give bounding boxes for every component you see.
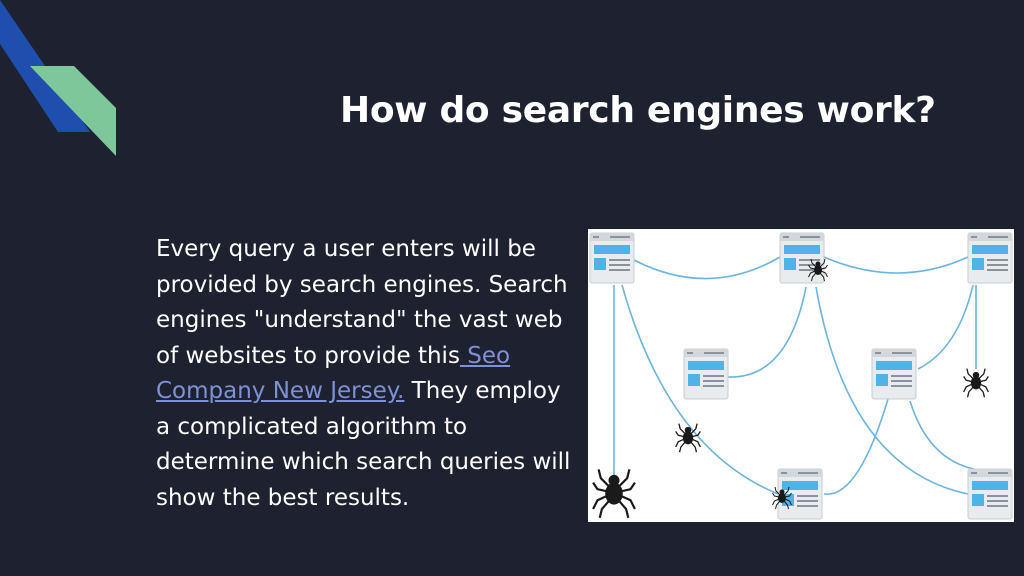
web-page-icon: [967, 232, 1013, 284]
web-page-icon: [871, 348, 917, 400]
seo-company-link[interactable]: Seo Company New Jersey.: [156, 342, 511, 405]
body-paragraph: Every query a user enters will be provid…: [156, 232, 576, 516]
web-page-icon: [589, 232, 635, 284]
web-page-icon: [683, 348, 729, 400]
slide-title: How do search engines work?: [340, 90, 936, 131]
spider-icon: [675, 422, 701, 453]
web-crawler-illustration: [588, 229, 1014, 522]
web-page-icon: [967, 468, 1013, 520]
spider-icon: [963, 367, 989, 398]
web-threads: [613, 256, 977, 495]
accent-green-stripe: [30, 66, 116, 156]
spider-icon: [591, 468, 637, 519]
paragraph-start: Every query a user enters will be provid…: [156, 236, 568, 369]
paragraph-end: They employ a complicated algorithm to d…: [156, 378, 571, 511]
web-page-icon: [779, 232, 825, 284]
corner-accent-icon: [0, 0, 116, 156]
